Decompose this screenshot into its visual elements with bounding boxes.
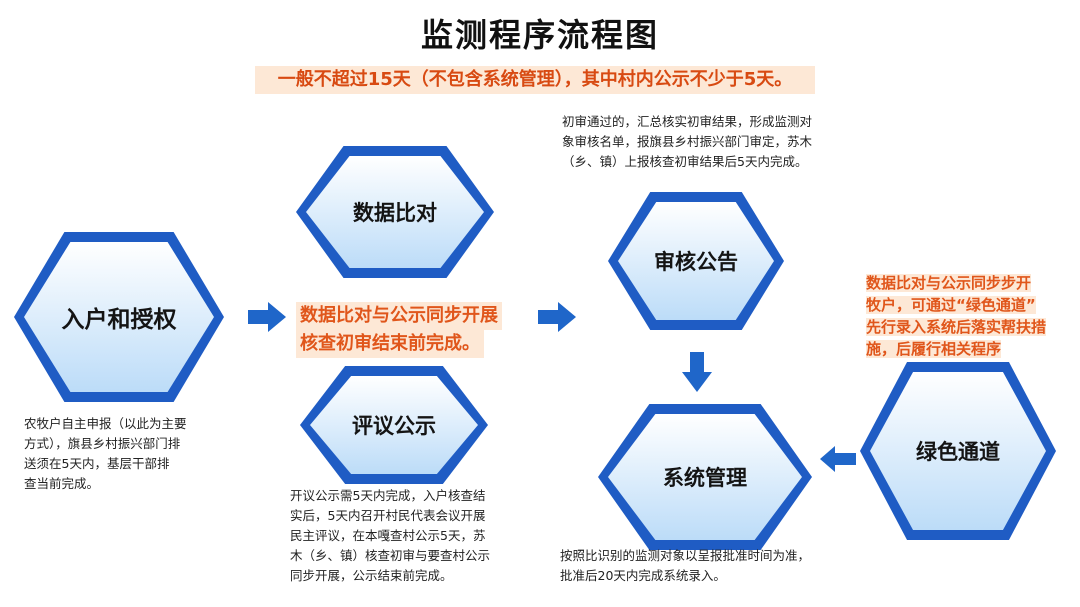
hexagon-fill xyxy=(618,202,774,320)
note-line: 民主评议，在本嘎查村公示5天，苏 xyxy=(290,528,486,543)
highlight-line: 数据比对与公示同步开展 xyxy=(300,305,498,326)
node-review-publicity: 评议公示 xyxy=(300,366,488,484)
hexagon-shape xyxy=(14,232,224,402)
highlight-line: 先行录入系统后落实帮扶措 xyxy=(866,318,1047,336)
hexagon-shape xyxy=(296,146,494,278)
arrow-right-icon xyxy=(538,302,576,332)
node-label: 入户和授权 xyxy=(61,307,177,333)
node-system-management: 系统管理 xyxy=(598,404,812,550)
note-line: 开议公示需5天内完成，入户核查结 xyxy=(290,488,486,503)
node-entry-authorization: 入户和授权 xyxy=(14,232,224,402)
note-line: 查当前完成。 xyxy=(24,476,100,491)
node-label: 审核公告 xyxy=(654,250,738,274)
highlight-line: 核查初审结束前完成。 xyxy=(300,333,480,354)
hexagon-fill xyxy=(310,376,478,474)
note-line: 实后，5天内召开村民代表会议开展 xyxy=(290,508,486,523)
hexagon-fill xyxy=(306,156,484,268)
hexagon-shape xyxy=(598,404,812,550)
hexagon-fill xyxy=(24,242,214,392)
node-audit-announcement: 审核公告 xyxy=(608,192,784,330)
note-line: 初审通过的，汇总核实初审结果，形成监测对 xyxy=(562,114,813,129)
note-line: 同步开展，公示结束前完成。 xyxy=(290,568,453,583)
sync-highlight: 核查初审结束前完成。 xyxy=(296,330,484,358)
node-data-comparison: 数据比对 xyxy=(296,146,494,278)
node-green-channel: 绿色通道 xyxy=(860,362,1056,540)
note-line: 按照比识别的监测对象以呈报批准时间为准， xyxy=(560,548,811,563)
review-note: 开议公示需5天内完成，入户核查结 实后，5天内召开村民代表会议开展 民主评议，在… xyxy=(290,486,530,586)
highlight-line: 牧户，可通过“绿色通道” xyxy=(866,296,1036,314)
green-channel-note: 数据比对与公示同步步开 牧户，可通过“绿色通道” 先行录入系统后落实帮扶措 施，… xyxy=(866,272,1080,360)
hexagon-fill xyxy=(608,414,802,540)
arrow-down-icon xyxy=(682,352,712,392)
audit-note: 初审通过的，汇总核实初审结果，形成监测对 象审核名单，报旗县乡村振兴部门审定，苏… xyxy=(562,112,862,172)
hexagon-shape xyxy=(860,362,1056,540)
hexagon-shape xyxy=(608,192,784,330)
node-label: 数据比对 xyxy=(353,201,437,225)
node-label: 系统管理 xyxy=(663,466,747,490)
highlight-line: 施，后履行相关程序 xyxy=(866,340,1002,358)
page-title: 监测程序流程图 xyxy=(420,16,659,54)
note-line: 方式），旗县乡村振兴部门排 xyxy=(24,436,181,451)
note-line: 象审核名单，报旗县乡村振兴部门审定，苏木 xyxy=(562,134,813,149)
note-line: 送须在5天内，基层干部排 xyxy=(24,456,170,471)
arrow-left-icon xyxy=(820,446,856,472)
note-line: 木（乡、镇）核查初审与要查村公示 xyxy=(290,548,491,563)
system-note: 按照比识别的监测对象以呈报批准时间为准， 批准后20天内完成系统录入。 xyxy=(560,546,860,586)
highlight-line: 数据比对与公示同步步开 xyxy=(866,274,1032,292)
note-line: （乡、镇）上报核查初审结果后5天内完成。 xyxy=(562,154,808,169)
sync-highlight: 数据比对与公示同步开展 xyxy=(296,302,502,330)
node-label: 评议公示 xyxy=(352,414,436,438)
hexagon-fill xyxy=(870,372,1046,530)
note-line: 批准后20天内完成系统录入。 xyxy=(560,568,726,583)
node-label: 绿色通道 xyxy=(916,440,1000,464)
entry-note: 农牧户自主申报（以此为主要 方式），旗县乡村振兴部门排 送须在5天内，基层干部排… xyxy=(24,414,254,494)
time-limit-banner: 一般不超过15天（不包含系统管理），其中村内公示不少于5天。 xyxy=(255,66,815,94)
arrow-right-icon xyxy=(248,302,286,332)
hexagon-shape xyxy=(300,366,488,484)
note-line: 农牧户自主申报（以此为主要 xyxy=(24,416,187,431)
